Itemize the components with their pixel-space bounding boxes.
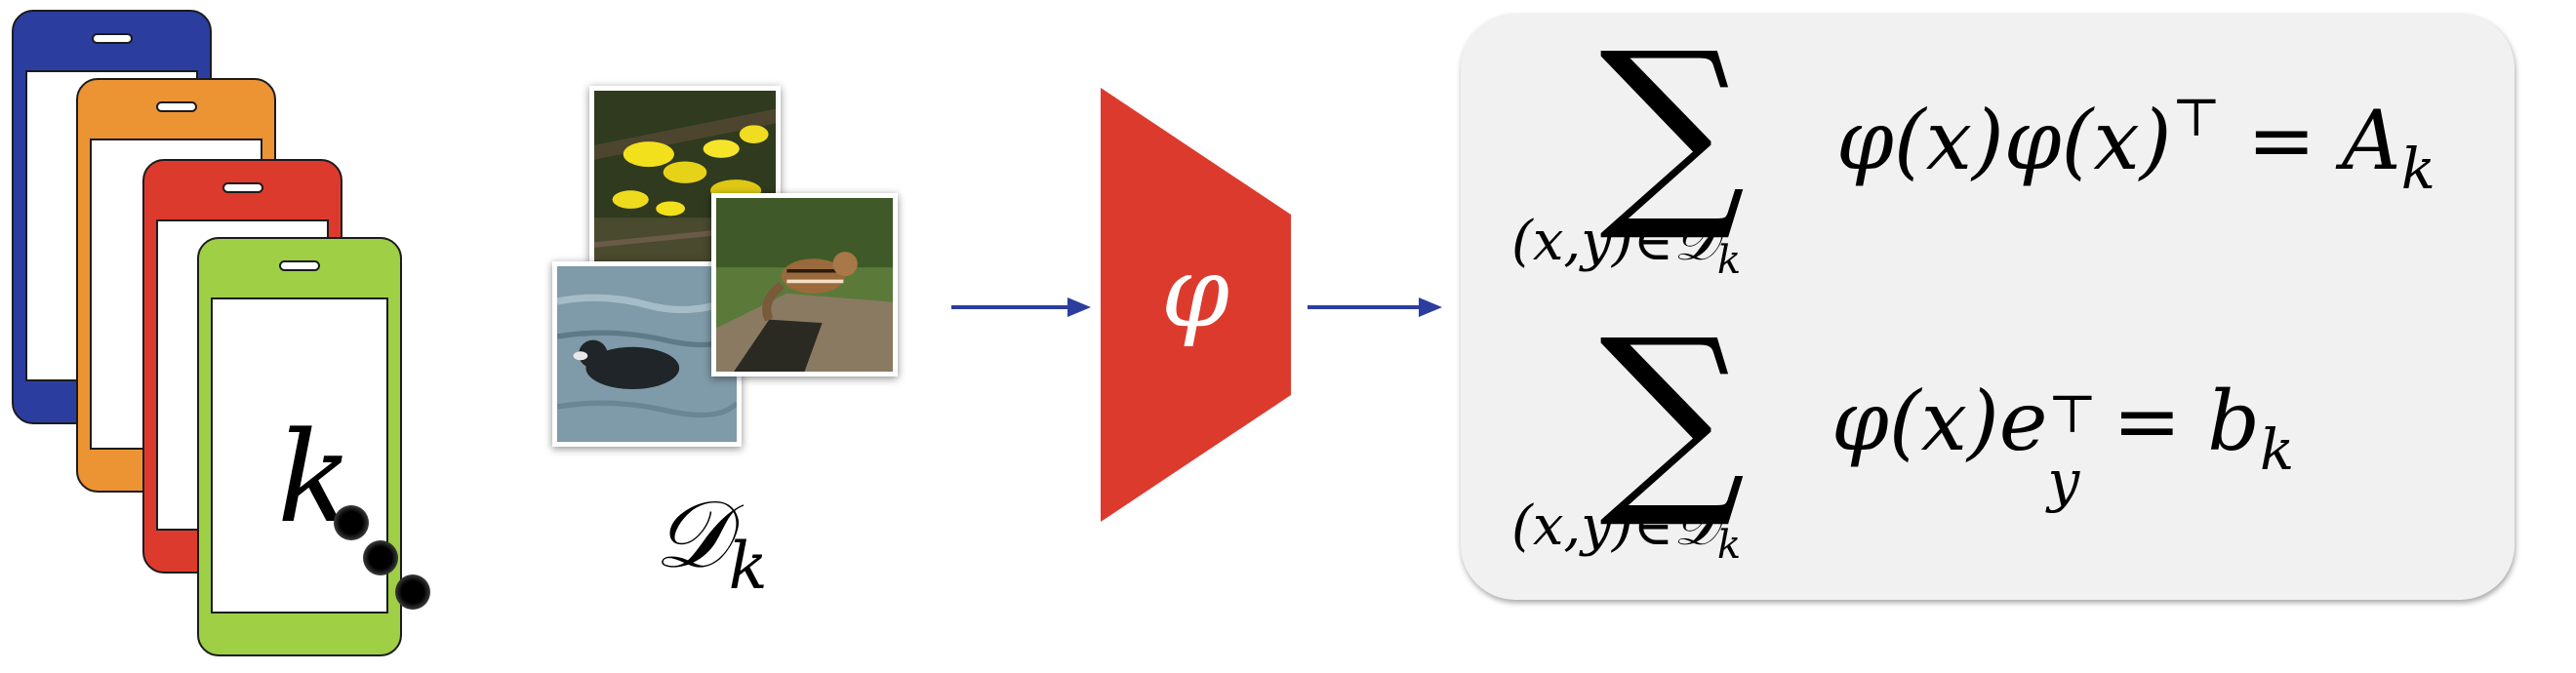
chipmunk-photo (711, 193, 898, 376)
sum-index-subscript: k (1716, 523, 1742, 568)
encoder-trapezoid (1101, 88, 1291, 522)
transpose-symbol: ⊤ (2047, 383, 2098, 445)
phone-speaker (279, 260, 320, 271)
equation-rhs: = b (2113, 374, 2261, 469)
phone-speaker (91, 33, 133, 44)
equation-rhs-subscript: k (2400, 136, 2435, 202)
sum-index-text: (x,y)∈𝒟 (1511, 495, 1717, 558)
equation-body: φ(x)e (1831, 374, 2048, 469)
dataset-subscript: k (728, 529, 768, 604)
phone-screen: k (211, 297, 388, 614)
equation-bias: φ(x)e⊤y = bk (1831, 380, 2294, 510)
coot-photo (552, 261, 742, 447)
sum-index: (x,y)∈𝒟k (1511, 499, 1742, 568)
sum-index: (x,y)∈𝒟k (1511, 215, 1742, 283)
arrow-encoder-to-stats (1308, 297, 1442, 317)
sum-index-subscript: k (1716, 238, 1742, 283)
equation-covariance: φ(x)φ(x)⊤ = Ak (1836, 92, 2435, 198)
dataset-label: 𝒟k (654, 488, 768, 599)
arrow-dataset-to-encoder (951, 297, 1091, 317)
sum-symbol: ∑ (1599, 8, 1746, 247)
sum-symbol: ∑ (1599, 295, 1746, 534)
transpose-symbol: ⊤ (2171, 87, 2222, 148)
statistics-panel: ∑ (x,y)∈𝒟k φ(x)φ(x)⊤ = Ak ∑ (x,y)∈𝒟k φ(x… (1461, 14, 2515, 600)
phone-speaker (221, 182, 263, 193)
encoder-symbol: φ (1161, 235, 1230, 349)
phone-speaker (155, 101, 197, 112)
sup-sub-stack: ⊤y (2047, 388, 2097, 510)
ellipsis-dot (334, 505, 369, 540)
client-phone-green: k (197, 237, 402, 656)
equation-body: φ(x)φ(x) (1836, 93, 2172, 188)
ellipsis-dot (395, 574, 430, 610)
equation-rhs: = A (2246, 93, 2401, 188)
ellipsis-dot (363, 540, 398, 575)
equation-rhs-subscript: k (2260, 416, 2295, 483)
label-subscript: y (2047, 448, 2080, 514)
dataset-symbol: 𝒟 (654, 480, 729, 589)
sum-index-text: (x,y)∈𝒟 (1511, 210, 1717, 273)
